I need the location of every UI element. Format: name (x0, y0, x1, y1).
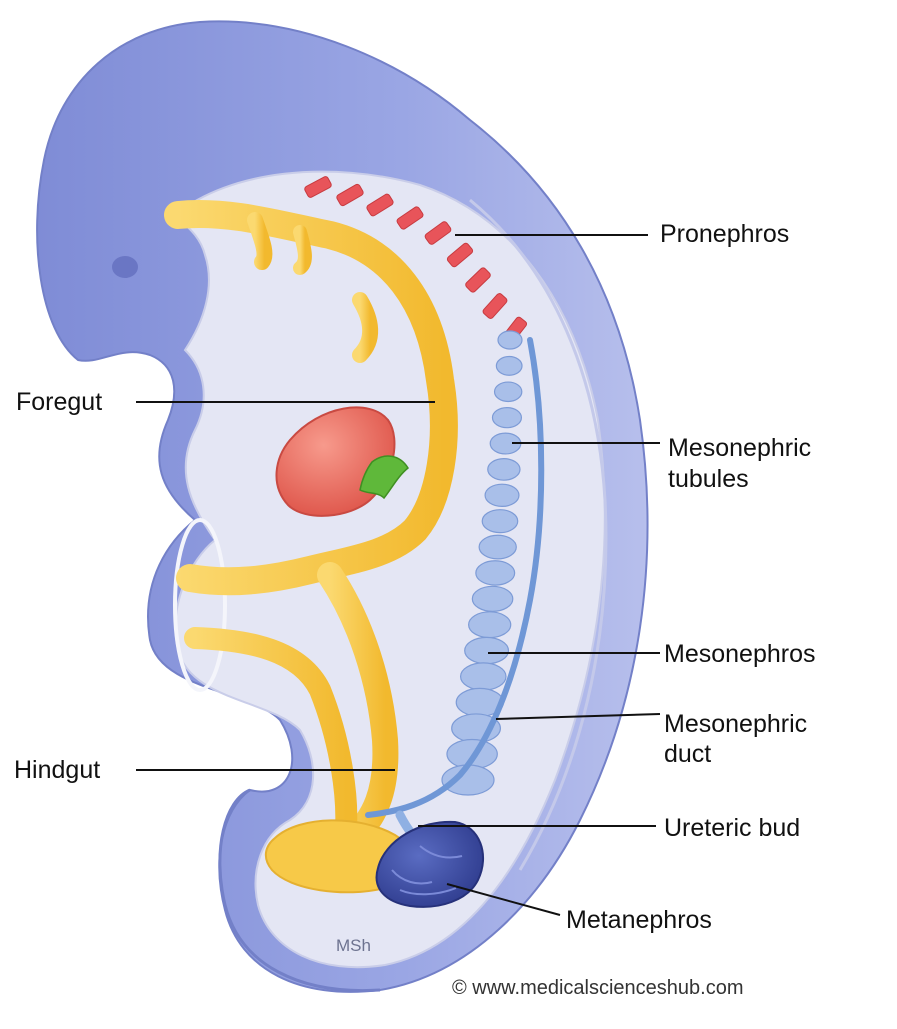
mesonephric-tubule (484, 483, 520, 508)
mesonephros-tubules (441, 330, 523, 796)
mesonephric-tubule (478, 534, 517, 560)
pronephros-segment (336, 183, 364, 207)
pronephros-segment (424, 221, 452, 245)
leader-lines (136, 234, 661, 916)
pronephros-segment (465, 267, 491, 293)
pronephros-segment (304, 176, 332, 198)
pronephros-segment (446, 242, 474, 268)
mesonephric-tubule (491, 406, 523, 429)
label-mesonephric-tubules-line2: tubules (668, 465, 749, 493)
dorsal-lining (469, 198, 608, 871)
mesonephric-duct (365, 337, 545, 818)
label-mesonephric-duct-line1: Mesonephric (664, 710, 808, 738)
copyright-credit: © www.medicalscienceshub.com (452, 977, 744, 999)
mesonephric-tubule (487, 458, 521, 481)
mesonephric-tubule (497, 330, 523, 350)
mesonephric-tubule (475, 560, 516, 586)
artist-signature: MSh (336, 936, 371, 955)
pronephros-segment (366, 193, 394, 217)
mesonephric-tubule (481, 509, 519, 534)
optic-pit (112, 256, 138, 278)
pharyngeal-pouch-1 (247, 212, 273, 270)
pharyngeal-pouch-2 (293, 225, 312, 275)
mesonephric-tubule (495, 355, 523, 376)
label-mesonephric-duct-line2: duct (664, 740, 712, 768)
pronephros-segment (482, 293, 508, 319)
pancreas-bud (359, 455, 409, 500)
mesonephric-tubule (471, 585, 514, 612)
metanephros-leader (446, 883, 561, 916)
mesonephric-tubule (468, 611, 512, 639)
mesonephric-tubule (459, 662, 507, 691)
foregut-tube (164, 200, 458, 596)
mesonephric-tubule (464, 636, 510, 665)
label-foregut: Foregut (16, 388, 103, 416)
label-metanephros: Metanephros (566, 906, 712, 934)
mesonephric-tubule (493, 381, 523, 403)
yolk-stalk-ring (173, 518, 227, 692)
label-ureteric-bud: Ureteric bud (664, 814, 801, 842)
pronephros-segment (396, 206, 424, 230)
foregut-bud (352, 292, 379, 363)
label-mesonephric-tubules-line1: Mesonephric (668, 434, 812, 462)
label-hindgut: Hindgut (14, 756, 101, 784)
mesonephric-duct-leader (495, 713, 661, 720)
label-pronephros: Pronephros (660, 220, 790, 248)
metanephros-lobules (391, 845, 463, 896)
label-mesonephros: Mesonephros (664, 640, 816, 668)
tail-curl (218, 788, 381, 993)
